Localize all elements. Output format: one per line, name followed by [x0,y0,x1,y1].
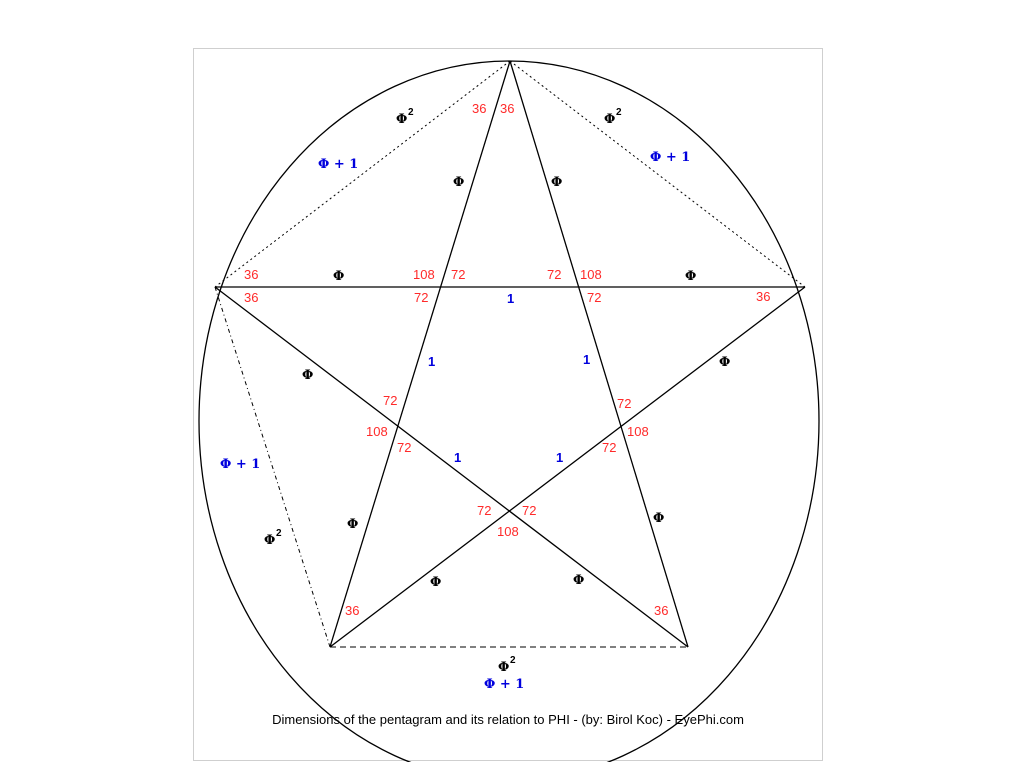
star-edge-right-bottomleft [329,286,806,648]
star-edge-top-bottomleft [329,60,511,648]
angle-label: 72 [397,440,411,455]
unit-label: 1 [507,291,514,306]
angle-label: 72 [414,290,428,305]
angle-label: 108 [366,424,388,439]
angle-label: 36 [472,101,486,116]
svg-text:Φ: Φ [396,112,407,127]
angle-label: 108 [627,424,649,439]
unit-label: 1 [556,450,563,465]
circumscribed-circle [198,60,820,762]
unit-label: 1 [428,354,435,369]
unit-label: 1 [583,352,590,367]
unit-label: 1 [454,450,461,465]
angle-label: 72 [547,267,561,282]
svg-text:2: 2 [510,655,516,666]
phi-plus-one-label: Φ + 1 [484,677,524,692]
phi-squared-label: Φ 2 [396,107,414,127]
phi-label: Φ [573,573,584,588]
phi-label: Φ [302,368,313,383]
phi-plus-one-label: Φ + 1 [318,157,358,172]
angle-label: 36 [244,290,258,305]
phi-label: Φ [719,355,730,370]
diagram-caption: Dimensions of the pentagram and its rela… [272,712,744,727]
svg-text:2: 2 [616,107,622,118]
angle-label: 36 [756,289,770,304]
svg-text:2: 2 [276,528,282,539]
pentagon-edge-top-right [509,60,806,288]
angle-label: 36 [654,603,668,618]
phi-label: Φ [453,175,464,190]
svg-text:Φ: Φ [604,112,615,127]
phi-squared-label: Φ 2 [604,107,622,127]
angle-label: 72 [602,440,616,455]
phi-squared-label: Φ 2 [498,655,516,675]
phi-label: Φ [430,575,441,590]
angle-labels: 36 36 36 36 108 72 72 72 108 72 36 72 10… [244,101,770,618]
star-edge-top-bottomright [509,60,689,648]
pentagram-diagram: 36 36 36 36 108 72 72 72 108 72 36 72 10… [198,60,820,762]
svg-text:Φ: Φ [498,660,509,675]
diagram-frame: 36 36 36 36 108 72 72 72 108 72 36 72 10… [193,48,823,762]
angle-label: 36 [500,101,514,116]
angle-label: 108 [413,267,435,282]
phi-plus-one-label: Φ + 1 [220,457,260,472]
angle-label: 108 [580,267,602,282]
angle-label: 72 [477,503,491,518]
pentagram-star [214,60,806,648]
angle-label: 72 [587,290,601,305]
pentagon-edge-left-bottomleft [214,286,331,648]
unit-labels: 1 1 1 1 1 [428,291,590,465]
pentagon-edges [214,60,806,648]
phi-label: Φ [333,269,344,284]
angle-label: 72 [617,396,631,411]
angle-label: 36 [345,603,359,618]
star-edge-left-bottomright [214,286,689,648]
phi-squared-label: Φ 2 [264,528,282,548]
angle-label: 36 [244,267,258,282]
pentagon-edge-top-left [214,60,511,288]
angle-label: 72 [383,393,397,408]
phi-plus-one-labels: Φ + 1 Φ + 1 Φ + 1 Φ + 1 [220,150,690,692]
phi-plus-one-label: Φ + 1 [650,150,690,165]
svg-text:2: 2 [408,107,414,118]
phi-label: Φ [347,517,358,532]
phi-squared-labels: Φ 2 Φ 2 Φ 2 Φ 2 [264,107,622,675]
phi-label: Φ [653,511,664,526]
phi-label: Φ [685,269,696,284]
svg-text:Φ: Φ [264,533,275,548]
phi-label: Φ [551,175,562,190]
angle-label: 72 [451,267,465,282]
phi-labels: Φ Φ Φ Φ Φ Φ Φ Φ Φ Φ [302,175,730,590]
angle-label: 108 [497,524,519,539]
angle-label: 72 [522,503,536,518]
